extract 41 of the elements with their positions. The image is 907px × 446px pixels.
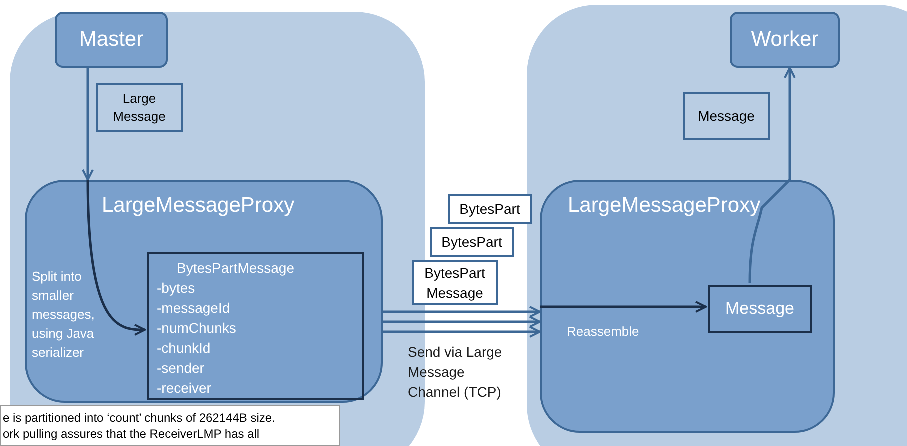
message-label: BytesPart Message [424, 264, 486, 302]
arrow [383, 306, 541, 318]
channel-label: Send via Large Message Channel (TCP) [408, 343, 504, 402]
arrow [383, 316, 541, 328]
message-label: Message [698, 106, 755, 126]
actor-box [730, 12, 840, 68]
arrow [540, 301, 707, 313]
note-text: ork pulling assures that the ReceiverLMP has all [3, 426, 261, 442]
actor-name: Master [79, 27, 144, 54]
step-label: Reassemble [567, 323, 640, 341]
message-box [448, 194, 532, 224]
actor-box [55, 12, 168, 68]
arrow [86, 180, 146, 336]
message-label: BytesPart [460, 200, 520, 219]
message-label: Large Message [112, 90, 167, 126]
message-box [430, 227, 514, 257]
description-text: Split into smaller messages, using Java serializer [32, 268, 96, 362]
class-name: BytesPartMessage [176, 259, 294, 278]
actor-name: Worker [751, 27, 819, 54]
arrow [82, 68, 94, 181]
field-name: -receiver [157, 379, 212, 398]
field-name: -messageId [157, 299, 230, 318]
proxy-box [540, 180, 835, 433]
field-name: -chunkId [157, 339, 211, 358]
arrow [383, 326, 541, 338]
proxy-box [25, 180, 383, 403]
group-background [527, 5, 907, 446]
proxy-title: LargeMessageProxy [102, 193, 295, 219]
field-name: -numChunks [157, 319, 236, 338]
note-text: e is partitioned into ‘count’ chunks of 262144B size. [3, 410, 276, 426]
field-name: -bytes [157, 279, 196, 298]
arrow [748, 67, 796, 284]
message-box [708, 285, 812, 333]
class-box [147, 252, 364, 400]
field-name: -sender [157, 359, 204, 378]
message-box [412, 260, 498, 305]
message-box [683, 92, 770, 140]
message-label: Message [726, 298, 794, 320]
proxy-title: LargeMessageProxy [568, 193, 761, 219]
message-box [96, 83, 183, 132]
message-label: BytesPart [442, 232, 502, 252]
